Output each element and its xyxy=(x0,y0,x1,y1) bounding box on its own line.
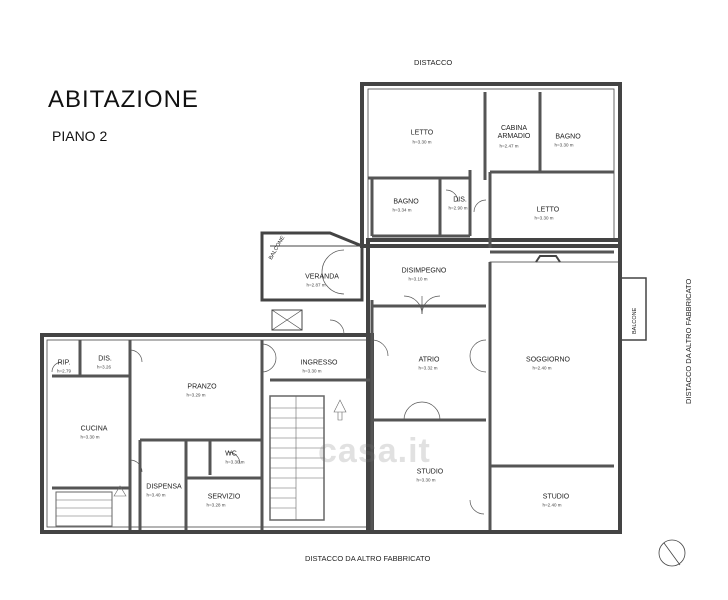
room-veranda: VERANDA xyxy=(305,273,339,281)
room-rip: RIP. xyxy=(57,359,71,367)
compass xyxy=(658,539,686,567)
room-ingresso: INGRESSO xyxy=(300,359,338,367)
room-bagno-2: BAGNO xyxy=(393,198,419,206)
room-soggiorno-height: h=2.40 m xyxy=(532,365,552,371)
room-letto-2-height: h=3.30 m xyxy=(534,215,554,221)
room-rip-height: h=2.79 xyxy=(57,368,71,374)
room-studio-1-height: h=3.30 m xyxy=(416,477,436,483)
edge-label-top: DISTACCO xyxy=(414,58,453,67)
room-veranda-height: h=2.87 m xyxy=(306,282,326,288)
room-cucina-height: h=3.30 m xyxy=(80,434,100,440)
fireplace xyxy=(535,255,561,263)
room-cabina-armadio: CABINA ARMADIO xyxy=(497,124,531,140)
room-atrio-height: h=3.32 m xyxy=(418,365,438,371)
room-letto-2: LETTO xyxy=(536,206,560,214)
room-wc: WC xyxy=(225,450,237,458)
room-disimpegno-height: h=3.10 m xyxy=(408,276,428,282)
room-pranzo: PRANZO xyxy=(187,383,217,391)
edge-label-bottom: DISTACCO DA ALTRO FABBRICATO xyxy=(305,554,431,563)
page-subtitle: PIANO 2 xyxy=(52,128,108,144)
room-cabina-armadio-height: h=2.47 m xyxy=(499,143,519,149)
room-atrio: ATRIO xyxy=(418,356,440,364)
room-wc-height: h=3.30 m xyxy=(225,459,245,465)
page-title: ABITAZIONE xyxy=(48,86,199,113)
room-pranzo-height: h=3.29 m xyxy=(186,392,206,398)
room-disimpegno: DISIMPEGNO xyxy=(401,267,447,275)
room-servizio-height: h=3.28 m xyxy=(206,502,226,508)
room-letto-1: LETTO xyxy=(410,129,434,137)
stairs xyxy=(55,395,347,527)
room-servizio: SERVIZIO xyxy=(207,493,241,501)
room-studio-2: STUDIO xyxy=(542,493,570,501)
room-studio-2-height: h=2.40 m xyxy=(542,502,562,508)
door-swings xyxy=(51,189,487,515)
room-bagno-2-height: h=3.34 m xyxy=(392,207,412,213)
room-dispensa-height: h=3.40 m xyxy=(146,492,166,498)
edge-label-right: DISTACCO DA ALTRO FABBRICATO xyxy=(684,278,693,404)
room-bagno-1-height: h=3.30 m xyxy=(554,142,574,148)
room-dis-2-height: h=3.26 xyxy=(97,364,111,370)
room-studio-1: STUDIO xyxy=(416,468,444,476)
room-bagno-1: BAGNO xyxy=(555,133,581,141)
room-ingresso-height: h=3.30 m xyxy=(302,368,322,374)
shaft xyxy=(271,309,303,331)
central-block-wall xyxy=(366,238,622,534)
room-dis-2: DIS. xyxy=(98,355,112,363)
room-soggiorno: SOGGIORNO xyxy=(526,356,570,364)
room-dispensa: DISPENSA xyxy=(146,483,182,491)
room-dis-1: DIS. xyxy=(453,196,467,204)
balcony-right xyxy=(619,277,647,341)
watermark: casa.it xyxy=(318,432,431,470)
room-cucina: CUCINA xyxy=(80,425,108,433)
room-letto-1-height: h=3.30 m xyxy=(412,139,432,145)
veranda-wall xyxy=(260,231,364,302)
balcony-label-right: BALCONE xyxy=(632,307,638,334)
room-dis-1-height: h=2.90 m xyxy=(448,205,468,211)
